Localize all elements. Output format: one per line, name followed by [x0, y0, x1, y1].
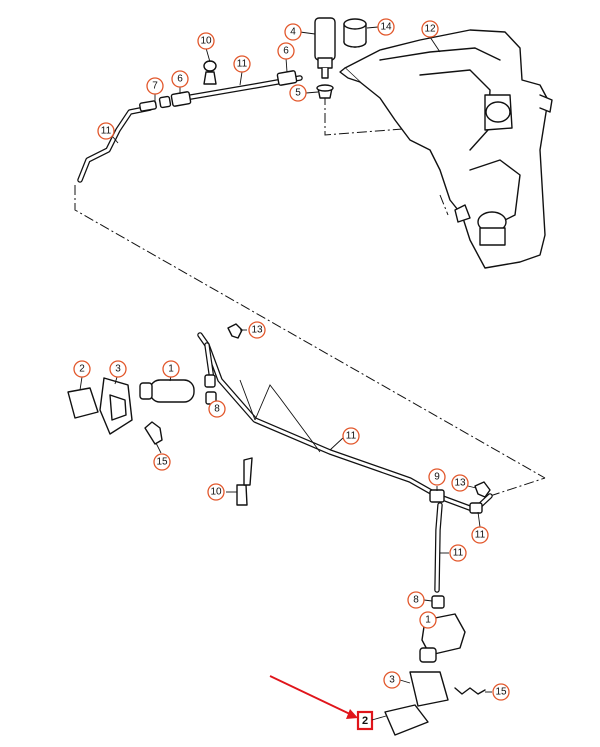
callout-5: 5	[289, 84, 307, 102]
callout-14: 14	[377, 18, 395, 36]
lower-hose	[197, 332, 493, 593]
callout-13-lower: 13	[451, 474, 469, 492]
svg-text:10: 10	[210, 487, 222, 498]
callout-3-left: 3	[109, 360, 127, 378]
svg-text:6: 6	[283, 46, 289, 57]
svg-text:11: 11	[237, 59, 248, 70]
svg-text:3: 3	[389, 675, 395, 686]
check-valve-lower	[236, 457, 253, 506]
callout-8-upper: 8	[208, 400, 226, 418]
svg-text:3: 3	[115, 364, 121, 375]
callout-11-upper: 11	[233, 55, 251, 73]
callout-8-lower: 8	[407, 591, 425, 609]
svg-text:4: 4	[290, 27, 296, 38]
svg-text:10: 10	[200, 36, 212, 47]
grommet	[316, 84, 334, 99]
hose-clip-upper	[227, 323, 243, 339]
svg-text:13: 13	[251, 325, 263, 336]
svg-text:14: 14	[380, 22, 392, 33]
svg-text:11: 11	[453, 548, 464, 559]
svg-text:12: 12	[424, 24, 436, 35]
callout-1-right: 1	[419, 611, 437, 629]
washer-fluid-reservoir	[339, 29, 553, 269]
svg-text:11: 11	[475, 530, 486, 541]
seal-cap	[343, 18, 367, 48]
callout-15-right: 15	[492, 683, 510, 701]
highlight-arrow	[269, 675, 358, 719]
svg-text:1: 1	[168, 364, 174, 375]
washer-jet-right	[384, 595, 486, 736]
svg-text:6: 6	[177, 74, 183, 85]
callout-11-left: 11	[97, 122, 115, 140]
callout-11-right: 11	[471, 526, 489, 544]
callout-15-left: 15	[153, 453, 171, 471]
callout-2-left: 2	[73, 360, 91, 378]
callout-7: 7	[146, 77, 164, 95]
callout-6-right: 6	[277, 42, 295, 60]
callout-6-left: 6	[171, 70, 189, 88]
hose-clip-lower	[474, 481, 491, 498]
svg-text:7: 7	[152, 81, 158, 92]
upper-hose	[77, 60, 303, 183]
callout-11-vertical: 11	[449, 544, 467, 562]
callout-13-upper: 13	[248, 321, 266, 339]
svg-text:2: 2	[362, 715, 368, 727]
callout-10-lower: 10	[207, 483, 225, 501]
svg-text:11: 11	[101, 126, 112, 137]
svg-text:8: 8	[413, 595, 419, 606]
svg-text:2: 2	[79, 364, 85, 375]
svg-text:13: 13	[454, 478, 466, 489]
callout-1-left: 1	[162, 360, 180, 378]
svg-text:11: 11	[346, 431, 357, 442]
highlight-callout-2: 2	[356, 710, 387, 731]
washer-pump-upper	[314, 17, 336, 79]
callout-12: 12	[421, 20, 439, 38]
callout-11-middle: 11	[342, 427, 360, 445]
svg-text:1: 1	[425, 615, 431, 626]
svg-text:15: 15	[495, 687, 507, 698]
callout-3-right: 3	[383, 671, 401, 689]
svg-text:9: 9	[434, 472, 440, 483]
svg-text:8: 8	[214, 404, 220, 415]
callout-4: 4	[284, 23, 302, 41]
svg-text:5: 5	[295, 88, 301, 99]
svg-text:15: 15	[156, 457, 168, 468]
callout-10-upper: 10	[197, 32, 215, 50]
washer-jet-left	[67, 374, 217, 445]
callout-9: 9	[428, 468, 446, 486]
